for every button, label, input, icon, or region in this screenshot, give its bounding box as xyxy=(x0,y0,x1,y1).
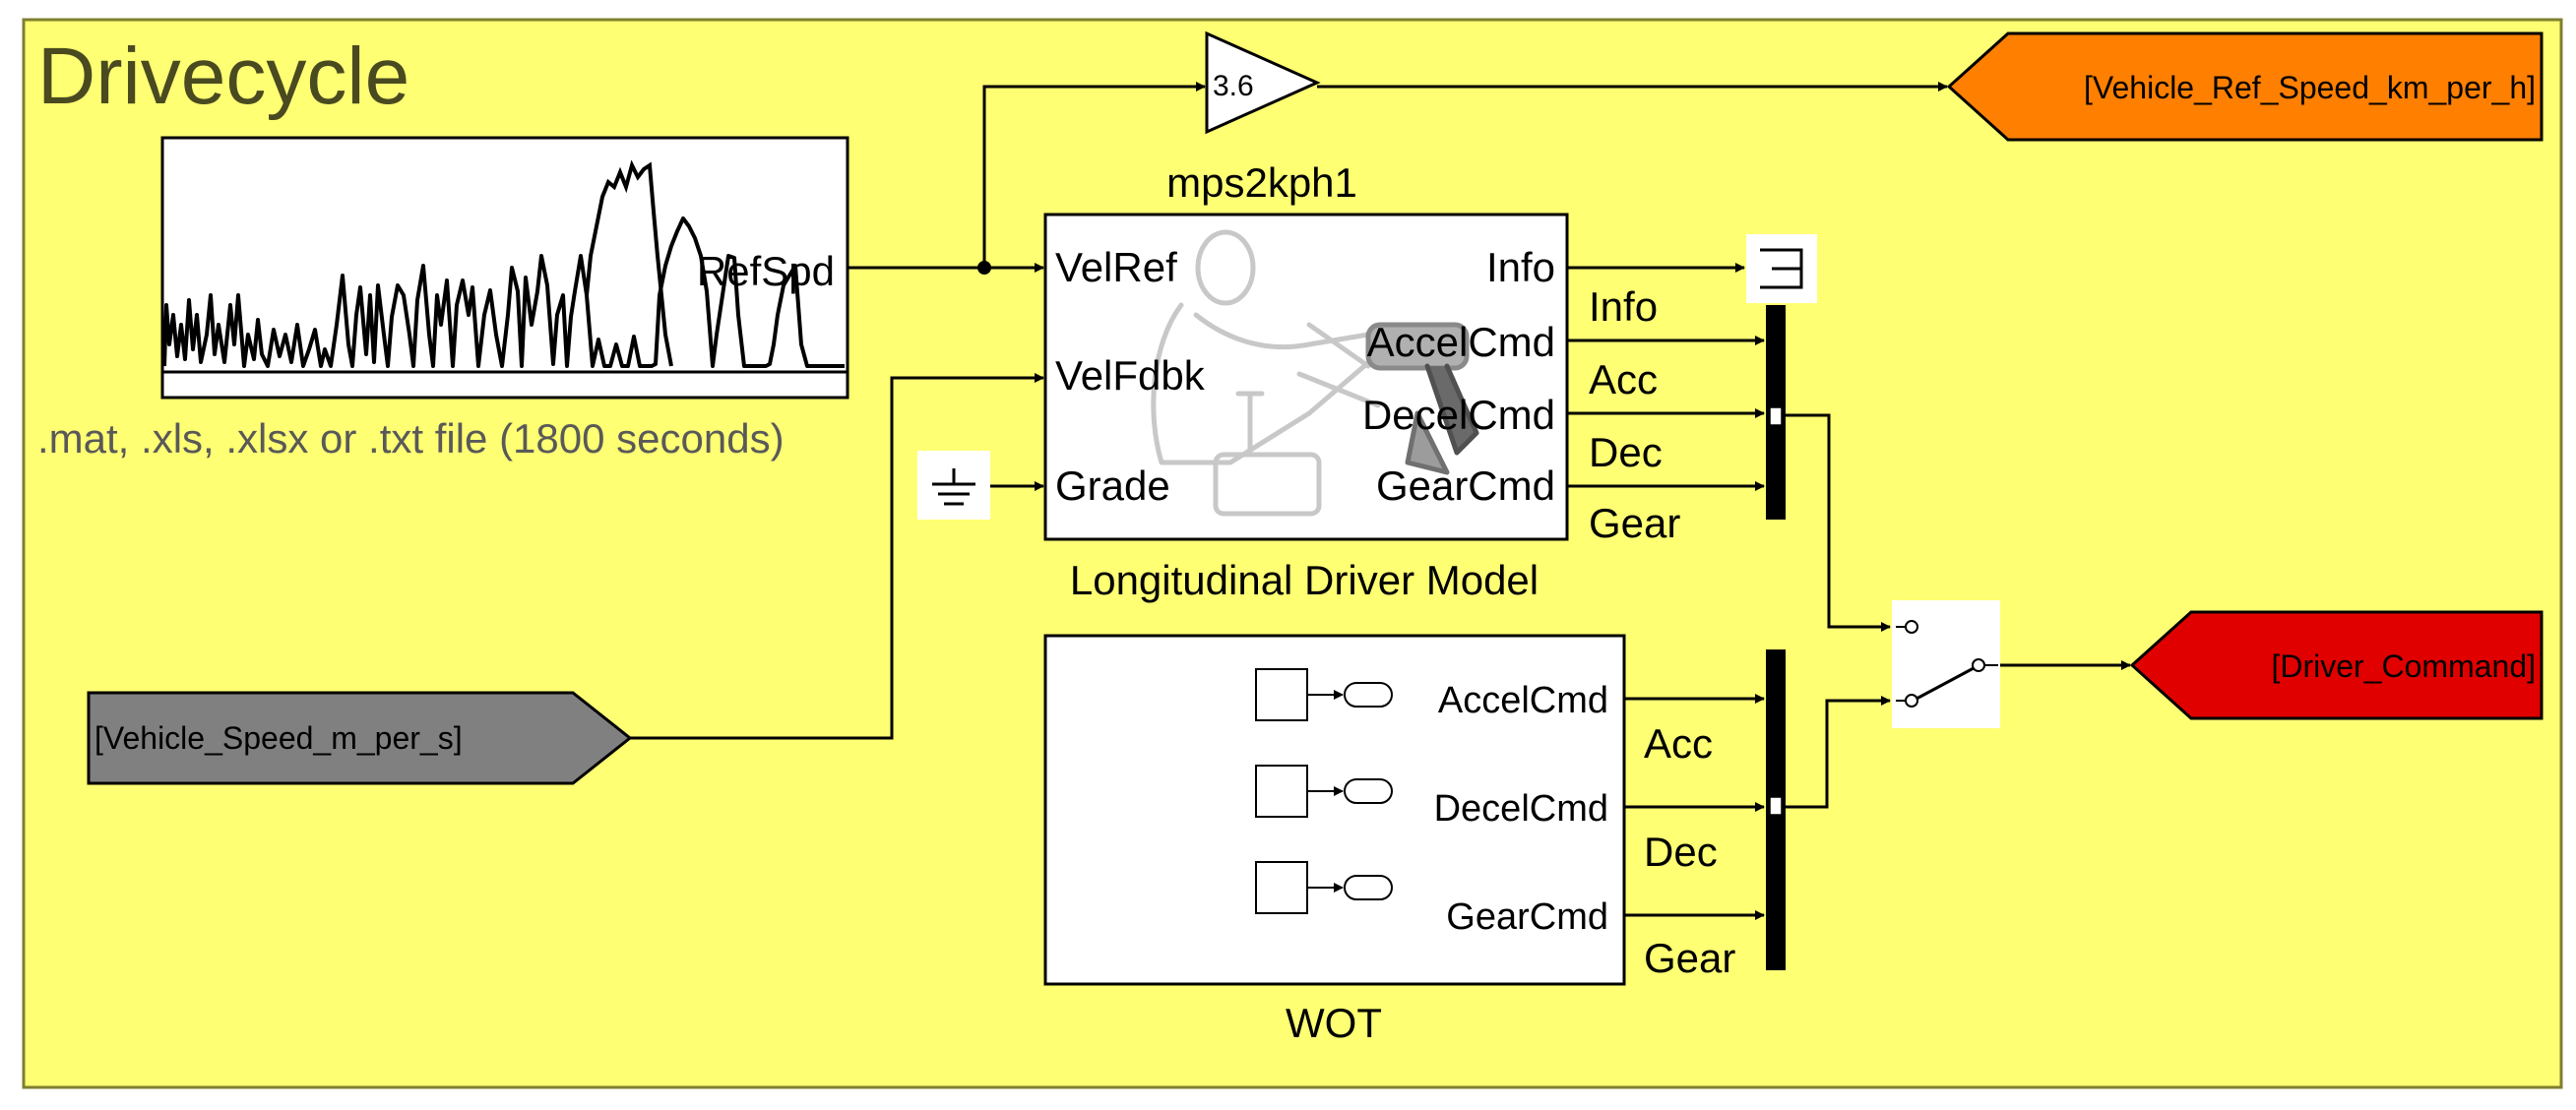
area-title: Drivecycle xyxy=(37,31,409,121)
signal-label-gear: Gear xyxy=(1589,500,1680,546)
port-decelcmd: DecelCmd xyxy=(1362,392,1555,438)
wot-signal-label-dec: Dec xyxy=(1644,829,1718,875)
port-grade: Grade xyxy=(1055,462,1170,509)
gain-block[interactable]: 3.6 xyxy=(1205,31,1321,135)
goto-driver-command-label: [Driver_Command] xyxy=(2271,648,2536,684)
wot-signal-label-gear: Gear xyxy=(1644,935,1735,981)
signal-label-info: Info xyxy=(1589,283,1658,330)
bus-creator-2-output-marker xyxy=(1769,796,1783,816)
drivecycle-source-block[interactable]: RefSpd xyxy=(160,136,849,400)
terminator-icon xyxy=(1746,234,1817,303)
from-vehicle-speed-tag[interactable]: [Vehicle_Speed_m_per_s] xyxy=(87,691,633,785)
signal-label-acc: Acc xyxy=(1589,356,1658,402)
wot-port-gearcmd: GearCmd xyxy=(1446,896,1608,938)
signal-label-dec: Dec xyxy=(1589,429,1663,475)
branch-point xyxy=(977,261,991,275)
port-velfdbk: VelFdbk xyxy=(1055,352,1206,399)
goto-driver-command-tag[interactable]: [Driver_Command] xyxy=(2129,610,2544,720)
longitudinal-driver-model-block[interactable]: VelRef VelFdbk Grade Info AccelCmd Decel… xyxy=(1043,213,1569,541)
gain-value: 3.6 xyxy=(1213,70,1254,102)
wot-signal-label-acc: Acc xyxy=(1644,720,1713,767)
goto-ref-speed-label: [Vehicle_Ref_Speed_km_per_h] xyxy=(2084,70,2536,105)
driver-seated-icon xyxy=(1151,229,1479,517)
driver-model-name: Longitudinal Driver Model xyxy=(1070,557,1539,603)
wot-port-decelcmd: DecelCmd xyxy=(1434,788,1608,830)
from-vehicle-speed-label: [Vehicle_Speed_m_per_s] xyxy=(94,720,463,756)
port-accelcmd: AccelCmd xyxy=(1367,319,1555,365)
wot-port-accelcmd: AccelCmd xyxy=(1438,680,1608,721)
gain-block-name: mps2kph1 xyxy=(1166,159,1357,206)
wot-block[interactable]: AccelCmd DecelCmd GearCmd xyxy=(1043,634,1626,986)
ground-icon xyxy=(917,451,990,520)
refspd-port-label: RefSpd xyxy=(697,248,835,294)
speed-trace-icon xyxy=(162,216,845,368)
manual-switch-icon[interactable] xyxy=(1892,600,2000,728)
drivecycle-caption: .mat, .xls, .xlsx or .txt file (1800 sec… xyxy=(37,415,785,462)
constant-source-icon xyxy=(1255,668,1393,914)
port-velref: VelRef xyxy=(1055,244,1177,290)
wot-block-name: WOT xyxy=(1286,1000,1382,1046)
goto-ref-speed-tag[interactable]: [Vehicle_Ref_Speed_km_per_h] xyxy=(1946,31,2544,142)
bus-creator-1-output-marker xyxy=(1769,406,1783,426)
signal-lines xyxy=(630,82,2131,920)
port-gearcmd: GearCmd xyxy=(1376,462,1555,509)
port-info: Info xyxy=(1486,244,1555,290)
